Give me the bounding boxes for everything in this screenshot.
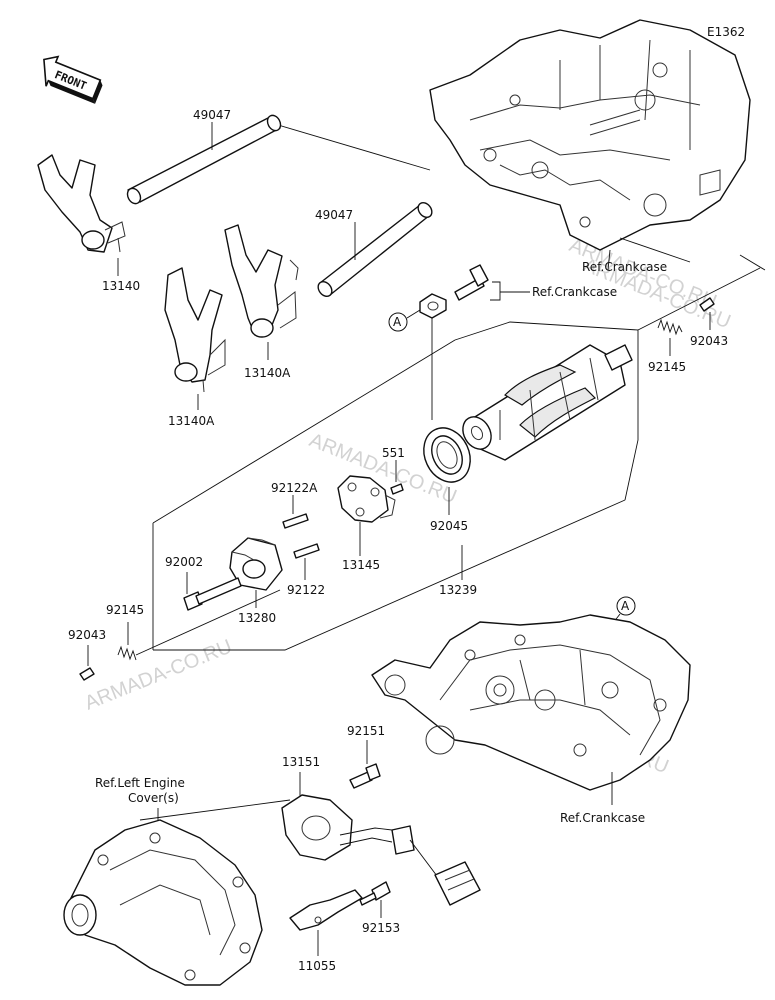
label-ref-crankcase-1: Ref.Crankcase bbox=[582, 260, 667, 274]
bolt-92153 bbox=[359, 881, 391, 906]
drum-cam-13145 bbox=[337, 475, 396, 523]
bolt-upper bbox=[454, 264, 489, 301]
label-13280: 13280 bbox=[238, 611, 276, 625]
callout-a-icon: A bbox=[388, 312, 408, 332]
pin-92122 bbox=[293, 543, 320, 559]
pin-551 bbox=[390, 483, 404, 495]
label-92122A: 92122A bbox=[271, 481, 318, 495]
left-engine-cover bbox=[63, 819, 263, 986]
label-92151: 92151 bbox=[347, 724, 385, 738]
pin-92043-upper bbox=[699, 297, 715, 312]
bearing-92045 bbox=[423, 427, 471, 483]
label-49047-upper: 49047 bbox=[193, 108, 231, 122]
shift-fork-13140A-right bbox=[224, 224, 299, 338]
label-11055: 11055 bbox=[298, 959, 336, 973]
shift-drum bbox=[462, 344, 633, 461]
label-ref-crankcase-2: Ref.Crankcase bbox=[532, 285, 617, 299]
label-551: 551 bbox=[382, 446, 405, 460]
shaft-49047-upper bbox=[126, 114, 282, 205]
pin-92122A bbox=[282, 513, 309, 529]
lower-crankcase bbox=[371, 614, 691, 791]
label-ref-left-cover-1: Ref.Left Engine bbox=[95, 776, 185, 790]
label-92122: 92122 bbox=[287, 583, 325, 597]
callout-a-lower-label: A bbox=[621, 599, 630, 613]
label-13140: 13140 bbox=[102, 279, 140, 293]
watermark-4: ARMADA-CO.RU bbox=[82, 636, 236, 715]
label-92145-upper: 92145 bbox=[648, 360, 686, 374]
label-92153: 92153 bbox=[362, 921, 400, 935]
label-92045: 92045 bbox=[430, 519, 468, 533]
shaft-49047-lower bbox=[317, 201, 433, 298]
label-49047-lower: 49047 bbox=[315, 208, 353, 222]
label-92043-lower: 92043 bbox=[68, 628, 106, 642]
spring-92145-upper bbox=[657, 318, 683, 336]
holder-13280 bbox=[229, 537, 283, 591]
label-ref-crankcase-3: Ref.Crankcase bbox=[560, 811, 645, 825]
bracket-11055 bbox=[289, 889, 363, 931]
label-13140A-left: 13140A bbox=[168, 414, 215, 428]
bolt-92002 bbox=[183, 577, 242, 611]
diagram-code: E1362 bbox=[707, 25, 745, 39]
plate-washer bbox=[419, 293, 447, 319]
pin-92043-lower bbox=[79, 667, 95, 681]
sensor-13151 bbox=[281, 794, 481, 906]
upper-crankcase bbox=[429, 19, 751, 251]
shift-fork-13140A-left bbox=[164, 267, 226, 393]
front-arrow-icon: FRONT bbox=[43, 55, 103, 104]
spring-92145-lower bbox=[117, 645, 137, 661]
label-13140A-right: 13140A bbox=[244, 366, 291, 380]
label-ref-left-cover-2: Cover(s) bbox=[128, 791, 179, 805]
label-13145: 13145 bbox=[342, 558, 380, 572]
label-92145-lower: 92145 bbox=[106, 603, 144, 617]
label-92002: 92002 bbox=[165, 555, 203, 569]
callout-a-lower-icon: A bbox=[616, 596, 636, 616]
shift-fork-13140 bbox=[37, 154, 126, 253]
callout-a-top-label: A bbox=[393, 315, 402, 329]
label-92043-upper: 92043 bbox=[690, 334, 728, 348]
bolt-92151 bbox=[349, 763, 381, 789]
label-13151: 13151 bbox=[282, 755, 320, 769]
label-13239: 13239 bbox=[439, 583, 477, 597]
